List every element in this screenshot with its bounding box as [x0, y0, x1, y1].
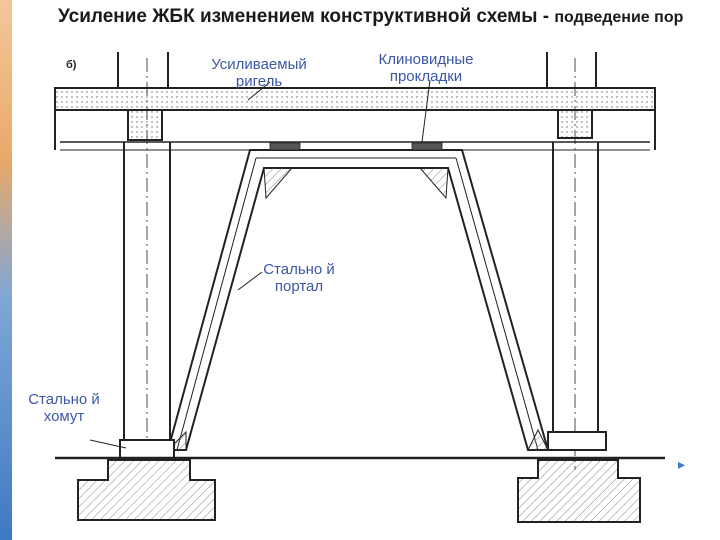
column-left — [117, 52, 171, 460]
figure-label: б) — [66, 59, 77, 71]
leader-beam — [247, 81, 271, 101]
label-beam: Усиливаемый ригель — [211, 56, 307, 90]
leader-wedges — [421, 79, 431, 143]
accent-bar — [0, 0, 12, 540]
steel-portal — [166, 149, 550, 451]
play-arrow-icon[interactable]: ▸ — [678, 456, 686, 472]
title-main: Усиление ЖБК изменением конструктивной с… — [58, 6, 555, 27]
label-wedges: Клиновидные прокладки — [378, 51, 474, 85]
steel-clamp-right — [547, 431, 607, 451]
label-clamp: Стально й хомут — [28, 391, 100, 425]
title-subtitle: подведение пор — [554, 9, 684, 26]
beam-haunch-left — [127, 109, 163, 141]
wedge-plates — [269, 142, 443, 151]
steel-clamp-left — [119, 439, 175, 459]
label-portal: Стально й портал — [263, 261, 335, 295]
floor-slab — [54, 87, 656, 150]
beam — [60, 141, 650, 151]
foundation-right — [517, 459, 641, 523]
foundation-left — [77, 459, 216, 521]
column-right — [546, 52, 599, 470]
slide-title: Усиление ЖБК изменением конструктивной с… — [58, 6, 683, 28]
leader-clamp — [89, 439, 127, 449]
leader-portal — [237, 271, 263, 291]
